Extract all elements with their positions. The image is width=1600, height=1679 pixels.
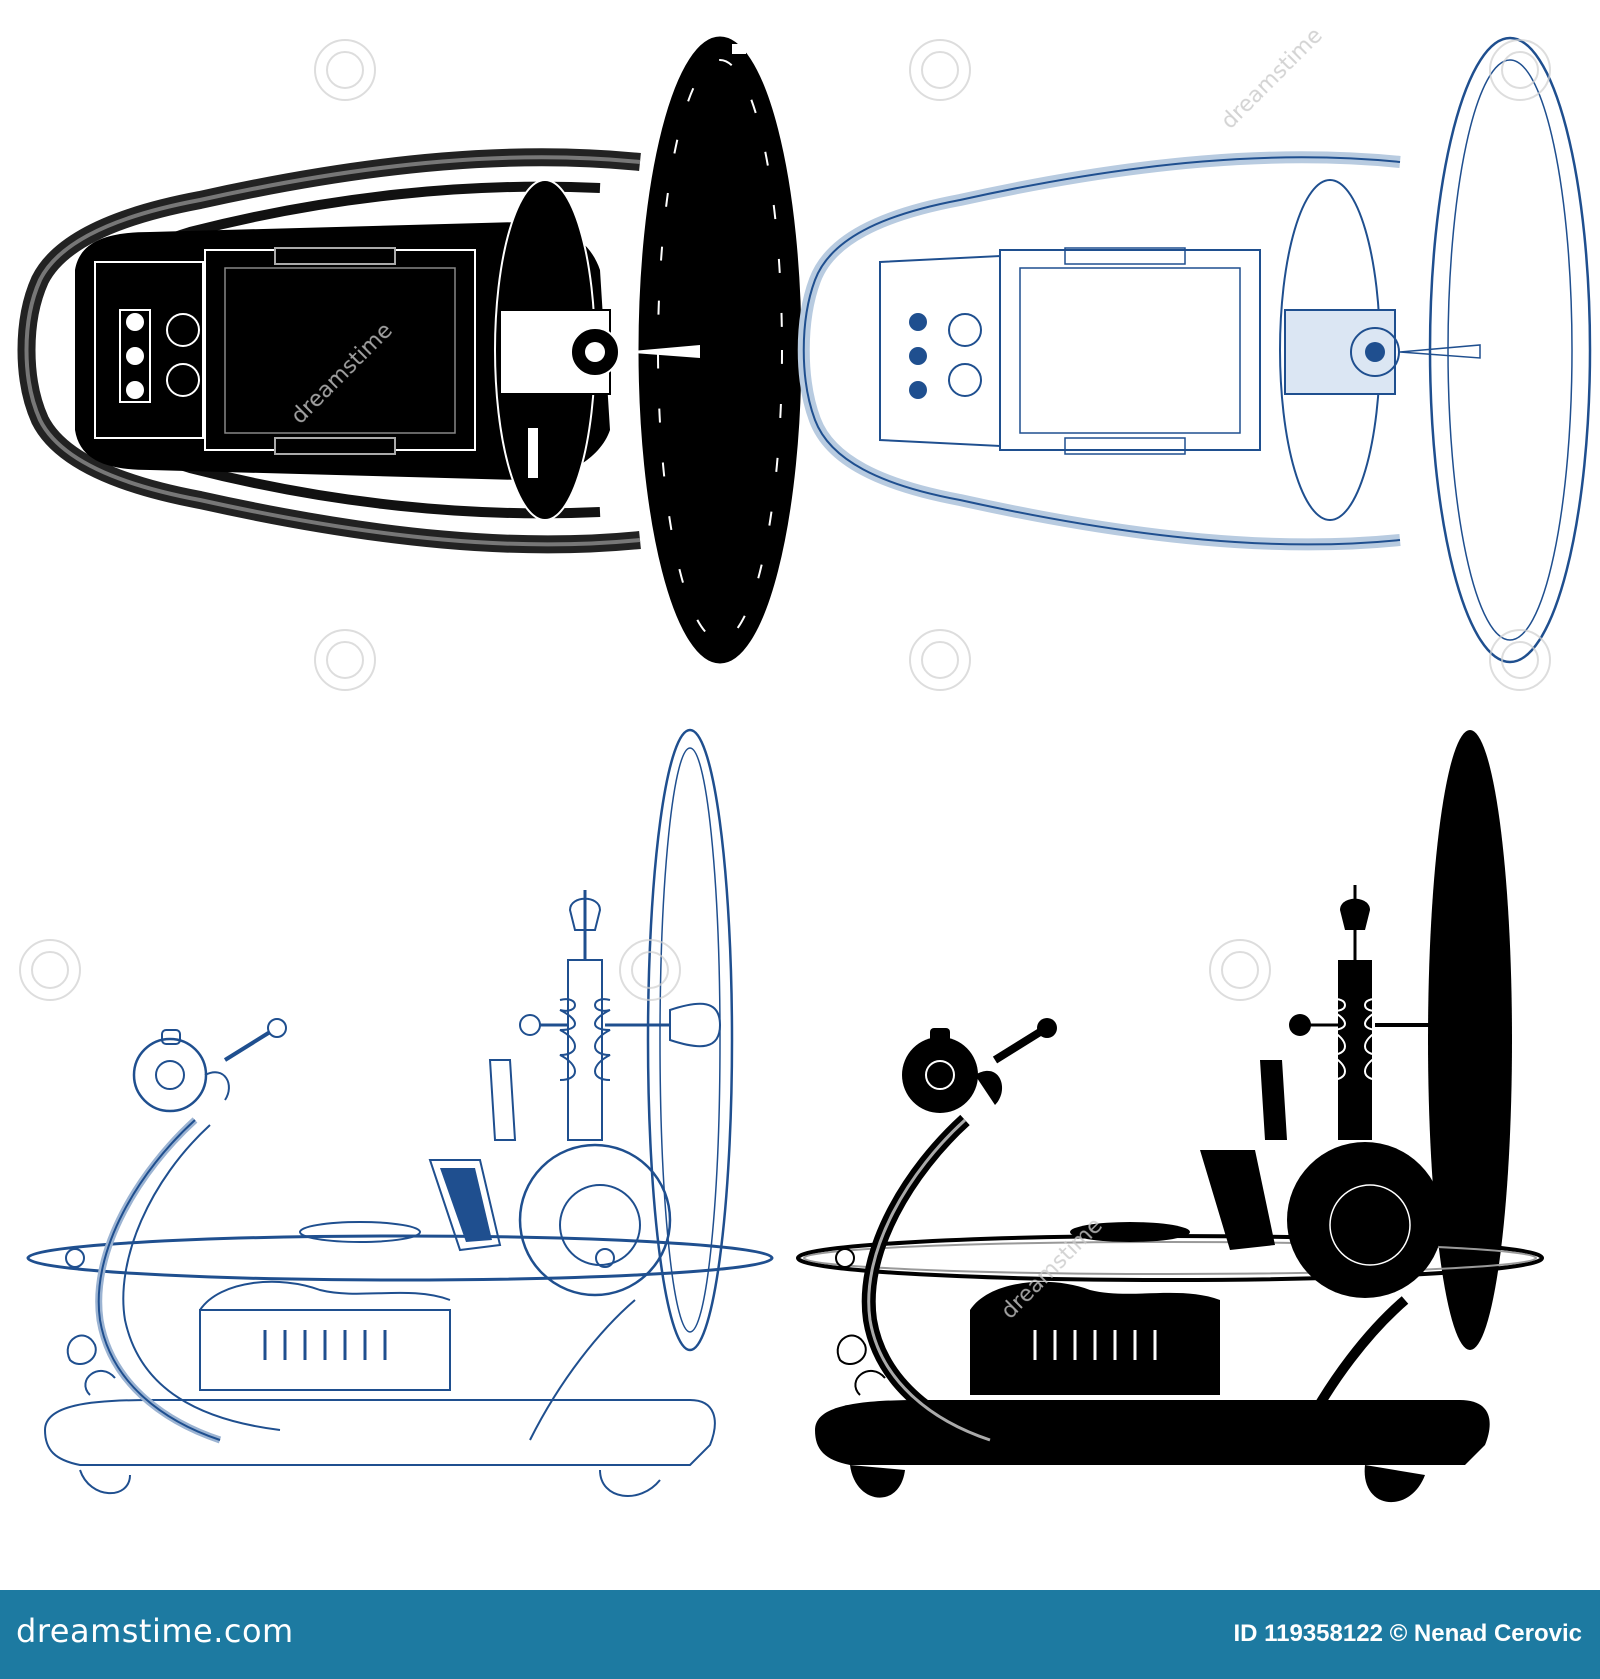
top-view-black <box>17 36 802 664</box>
footer-brand[interactable]: dreamstime.com <box>16 1612 294 1650</box>
watermark-texts: dreamstime dreamstime dreamstime <box>287 23 1328 1324</box>
watermark-text: dreamstime <box>1217 23 1328 134</box>
watermark-swirls <box>19 39 1551 1001</box>
illustration-canvas: dreamstime dreamstime dreamstime <box>17 23 1592 1503</box>
side-view-black <box>796 730 1544 1503</box>
top-view-blue <box>797 36 1592 664</box>
side-view-blue <box>26 728 774 1497</box>
footer-bar: dreamstime.com ID 119358122 © Nenad Cero… <box>0 1590 1600 1679</box>
footer-credit: ID 119358122 © Nenad Cerovic <box>1233 1620 1582 1647</box>
